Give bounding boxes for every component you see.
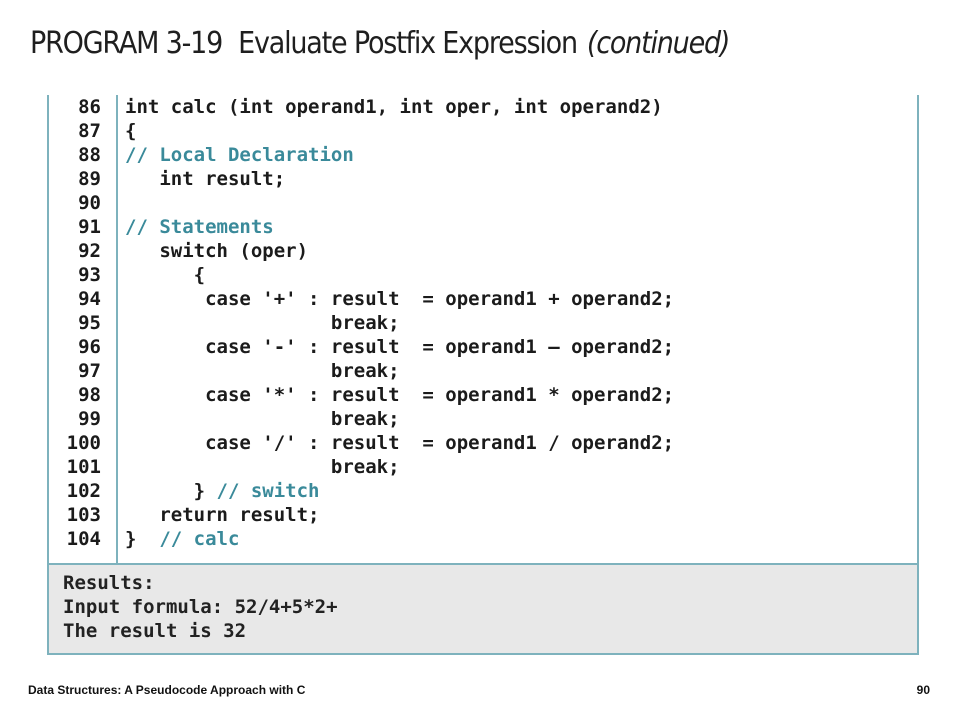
code-statement: } — [125, 480, 217, 502]
code-statement: switch (oper) — [125, 240, 309, 262]
line-number: 95 — [78, 312, 101, 334]
code-text: int calc (int operand1, int oper, int op… — [125, 95, 663, 119]
line-number: 99 — [78, 408, 101, 430]
line-number: 97 — [78, 360, 101, 382]
line-number: 90 — [78, 192, 101, 214]
code-listing: 86 int calc (int operand1, int oper, int … — [49, 95, 917, 563]
code-text: break; — [125, 455, 400, 479]
footer-page-number: 90 — [916, 683, 930, 697]
code-statement: break; — [125, 456, 400, 478]
code-statement: return result; — [125, 504, 320, 526]
line-number: 92 — [78, 240, 101, 262]
code-text: case '*' : result = operand1 * operand2; — [125, 383, 674, 407]
results-output: The result is 32 — [63, 620, 247, 642]
code-text: // Local Declaration — [125, 143, 354, 167]
code-statement: break; — [125, 408, 400, 430]
code-listing-frame: 86 int calc (int operand1, int oper, int … — [47, 95, 919, 655]
code-statement: { — [125, 120, 137, 142]
code-text: break; — [125, 359, 400, 383]
code-statement: break; — [125, 312, 400, 334]
code-comment: // calc — [159, 528, 240, 550]
line-number: 89 — [78, 168, 101, 190]
code-text: // Statements — [125, 215, 274, 239]
line-number: 94 — [78, 288, 101, 310]
line-number: 88 — [78, 144, 101, 166]
line-number: 102 — [66, 480, 101, 502]
code-text: } // calc — [125, 527, 239, 551]
code-statement: } — [125, 528, 160, 550]
program-label: PROGRAM 3-19 — [30, 26, 223, 61]
code-text: switch (oper) — [125, 239, 308, 263]
code-text: } // switch — [125, 479, 320, 503]
line-number: 93 — [78, 264, 101, 286]
line-number: 86 — [78, 96, 101, 118]
line-number: 87 — [78, 120, 101, 142]
program-header: PROGRAM 3-19 Evaluate Postfix Expression… — [30, 26, 731, 70]
code-text: { — [125, 119, 136, 143]
code-text: case '+' : result = operand1 + operand2; — [125, 287, 674, 311]
results-heading: Results: — [63, 572, 155, 594]
code-statement: break; — [125, 360, 400, 382]
program-continued: (continued) — [586, 26, 731, 61]
results-input-formula: Input formula: 52/4+5*2+ — [63, 596, 338, 618]
code-comment: // switch — [216, 480, 320, 502]
code-statement: case '*' : result = operand1 * operand2; — [125, 384, 675, 406]
line-number: 98 — [78, 384, 101, 406]
line-number: 96 — [78, 336, 101, 358]
code-statement: case '+' : result = operand1 + operand2; — [125, 288, 675, 310]
code-statement: int calc (int operand1, int oper, int op… — [125, 96, 663, 118]
code-text: return result; — [125, 503, 319, 527]
line-number: 103 — [66, 504, 101, 526]
code-text: break; — [125, 407, 400, 431]
code-comment: // Statements — [125, 216, 274, 238]
line-number: 91 — [78, 216, 101, 238]
code-statement: int result; — [125, 168, 286, 190]
footer-book-title: Data Structures: A Pseudocode Approach w… — [28, 683, 306, 697]
code-text: break; — [125, 311, 400, 335]
line-number: 104 — [66, 528, 101, 550]
line-number-divider — [116, 95, 118, 563]
code-statement: case '/' : result = operand1 / operand2; — [125, 432, 675, 454]
line-number: 101 — [66, 456, 101, 478]
code-statement: case '-' : result = operand1 – operand2; — [125, 336, 675, 358]
code-text: case '/' : result = operand1 / operand2; — [125, 431, 674, 455]
program-title: Evaluate Postfix Expression — [238, 26, 578, 61]
code-comment: // Local Declaration — [125, 144, 354, 166]
code-text: case '-' : result = operand1 – operand2; — [125, 335, 674, 359]
results-panel: Results: Input formula: 52/4+5*2+ The re… — [49, 563, 917, 653]
code-statement: { — [125, 264, 206, 286]
code-text: int result; — [125, 167, 285, 191]
code-text: { — [125, 263, 205, 287]
line-number: 100 — [66, 432, 101, 454]
